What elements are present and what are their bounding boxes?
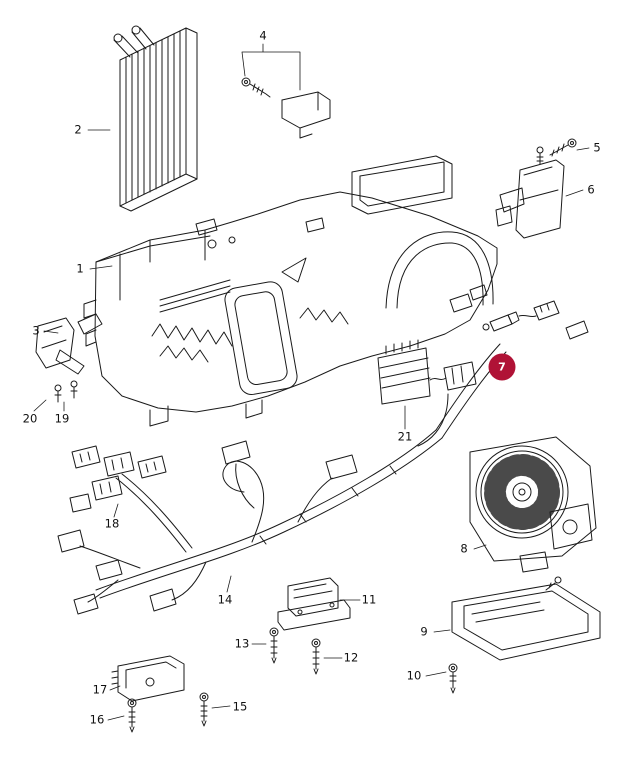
callout-1[interactable]: 1 <box>76 261 84 276</box>
callout-14[interactable]: 14 <box>217 592 233 607</box>
screw-16-art <box>127 698 137 733</box>
connector-cluster-18-art <box>69 445 167 513</box>
callout-7-highlight[interactable]: 7 <box>488 353 516 381</box>
wiring-harness-art <box>57 343 507 615</box>
bracket-6-art <box>495 146 565 239</box>
callout-11[interactable]: 11 <box>361 592 377 607</box>
bracket-4-art <box>241 77 331 139</box>
screw-12-art <box>311 638 321 675</box>
callout-9[interactable]: 9 <box>420 624 428 639</box>
screw-13-art <box>269 627 279 664</box>
callout-15[interactable]: 15 <box>232 699 248 714</box>
module-17-art <box>111 655 185 702</box>
callout-3[interactable]: 3 <box>32 323 40 338</box>
callout-18[interactable]: 18 <box>104 516 120 531</box>
callout-12[interactable]: 12 <box>343 650 359 665</box>
sensor-7-art <box>482 300 589 340</box>
heater-housing-art <box>83 155 498 427</box>
leader-lines <box>33 43 590 721</box>
blower-motor-art <box>469 436 597 573</box>
screw-15-art <box>199 692 209 727</box>
callout-2[interactable]: 2 <box>74 122 82 137</box>
heater-core-art <box>113 25 198 212</box>
callout-6[interactable]: 6 <box>587 182 595 197</box>
callout-17[interactable]: 17 <box>92 682 108 697</box>
clamp-3-19-20-art <box>35 313 103 403</box>
callout-20[interactable]: 20 <box>22 411 38 426</box>
resistor-21-art <box>377 339 477 405</box>
callout-21[interactable]: 21 <box>397 429 413 444</box>
screw-5-art <box>549 138 577 157</box>
callout-19[interactable]: 19 <box>54 411 70 426</box>
callout-16[interactable]: 16 <box>89 712 105 727</box>
module-11-art <box>277 577 351 631</box>
callout-4[interactable]: 4 <box>259 28 267 43</box>
callout-8[interactable]: 8 <box>460 541 468 556</box>
tray-9-art <box>451 576 601 661</box>
callout-13[interactable]: 13 <box>234 636 250 651</box>
screw-10-art <box>448 663 458 694</box>
callout-10[interactable]: 10 <box>406 668 422 683</box>
callout-5[interactable]: 5 <box>593 140 601 155</box>
